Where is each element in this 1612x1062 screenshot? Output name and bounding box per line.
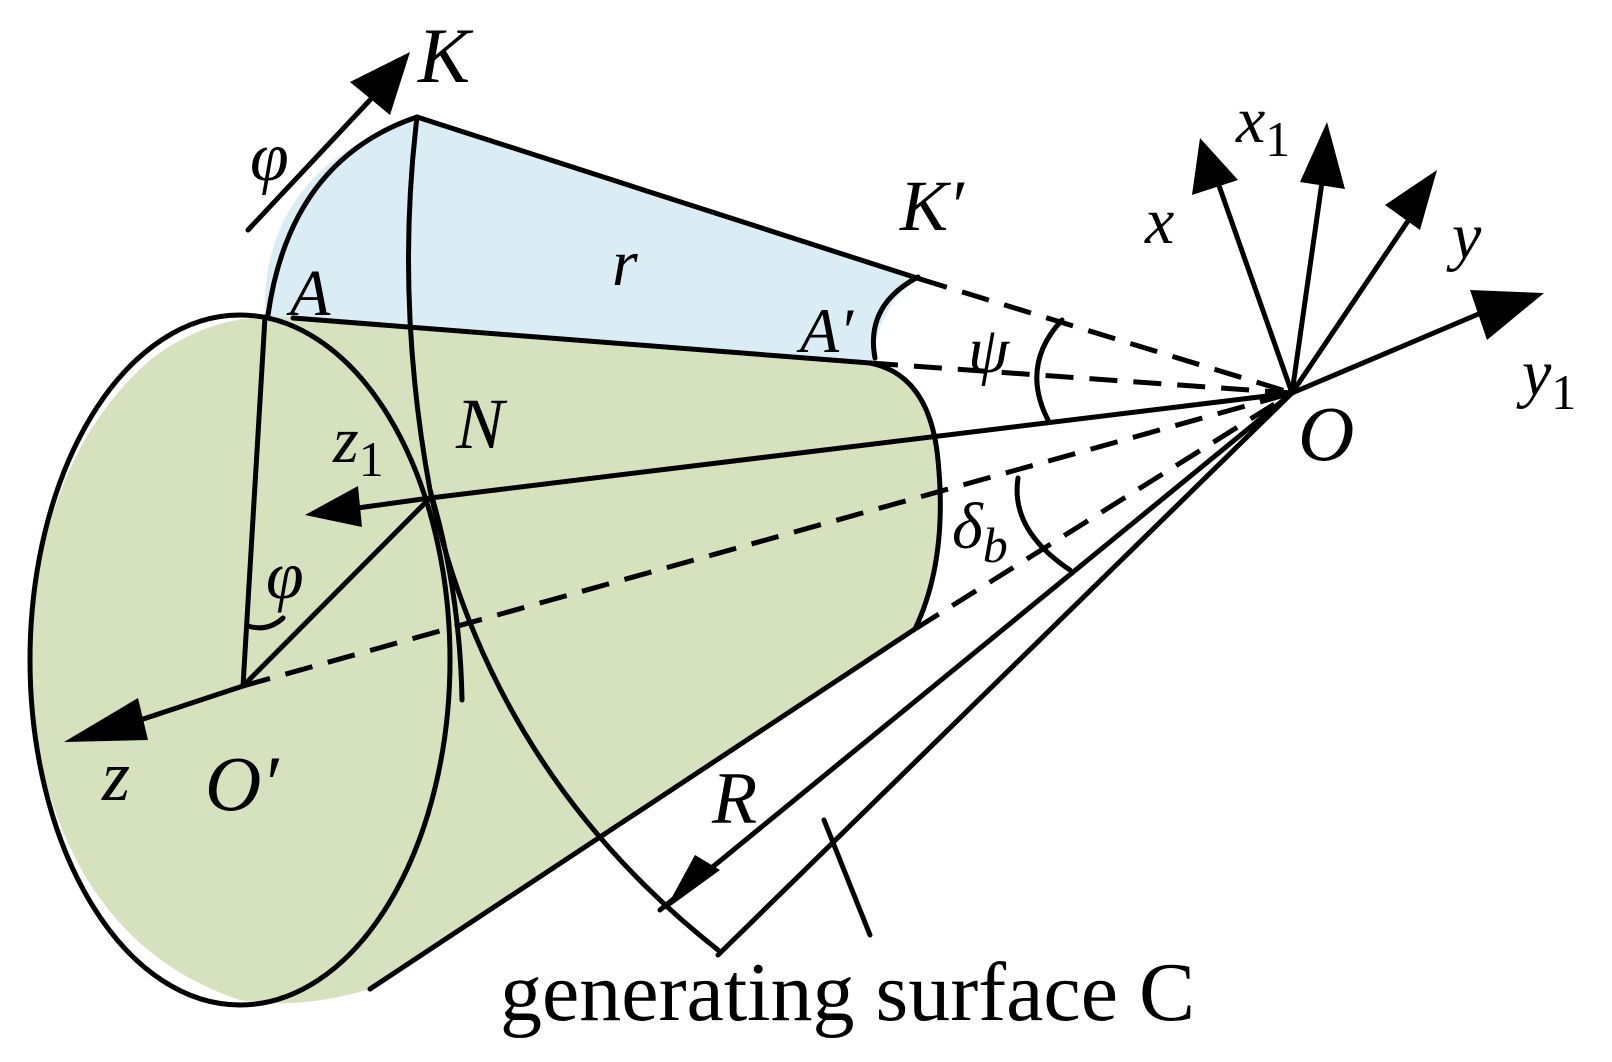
line-O-N: [427, 390, 1295, 501]
label-N: N: [455, 384, 508, 464]
z1-arrowhead: [305, 486, 362, 527]
label-x1: x1: [1235, 84, 1290, 167]
label-z1: z1: [332, 404, 384, 487]
label-y: y: [1446, 200, 1482, 273]
dash-Kprime-O: [919, 276, 1293, 396]
line-K-Kprime: [414, 114, 923, 282]
generatrix-bottom: [367, 626, 918, 992]
label-z: z: [101, 736, 130, 816]
line-O-R-arrow: [657, 390, 1295, 913]
x1-axis: [1289, 172, 1326, 396]
cone-base-ellipse: [27, 312, 453, 1008]
caption-pointer: [821, 817, 873, 938]
z1-axis: [347, 495, 433, 512]
R-arrowhead: [665, 855, 720, 910]
line-O-bottom: [715, 390, 1295, 958]
label-O: O: [1298, 390, 1354, 477]
dash-Oprime-O: [242, 390, 1293, 689]
label-psi: ψ: [968, 314, 1010, 387]
label-K: K: [417, 12, 474, 99]
z-arrowhead: [64, 698, 148, 742]
angle-arc-psi: [1034, 317, 1065, 423]
generatrix-top: [290, 315, 873, 366]
dash-Aprime-O: [869, 360, 1293, 396]
x-arrowhead: [1192, 138, 1238, 195]
line-N-Oprime: [240, 495, 433, 689]
curve-N-bottom: [427, 487, 465, 703]
y-arrowhead: [1385, 170, 1437, 230]
angle-arc-Aprime: [870, 274, 921, 361]
label-r: r: [612, 227, 638, 300]
label-O-prime: O′: [205, 740, 280, 827]
label-K-prime: K′: [899, 166, 965, 246]
caption: generating surface C: [500, 946, 1195, 1039]
y1-arrowhead: [1470, 290, 1544, 340]
arc-K-A: [265, 114, 420, 318]
blue-sector: [264, 117, 920, 363]
label-x: x: [1144, 185, 1174, 258]
label-phi-top: φ: [250, 119, 289, 196]
label-y1: y1: [1516, 337, 1576, 420]
label-R: R: [711, 758, 757, 840]
label-delta-b: δb: [952, 490, 1008, 573]
x-axis: [1214, 177, 1295, 396]
x1-arrowhead: [1300, 122, 1345, 189]
angle-arc-delta: [1014, 475, 1073, 573]
label-phi-inner: φ: [266, 537, 304, 613]
label-A-prime: A′: [796, 295, 854, 366]
label-A: A: [286, 257, 331, 330]
phi-arrow-line: [245, 97, 373, 233]
phi-arrowhead: [350, 52, 410, 115]
y-axis: [1289, 215, 1413, 396]
dash-bottom-O: [913, 390, 1294, 632]
y1-axis: [1289, 307, 1491, 396]
cone-small-end-arc: [867, 360, 943, 632]
angle-arc-phi-inner: [245, 615, 286, 631]
